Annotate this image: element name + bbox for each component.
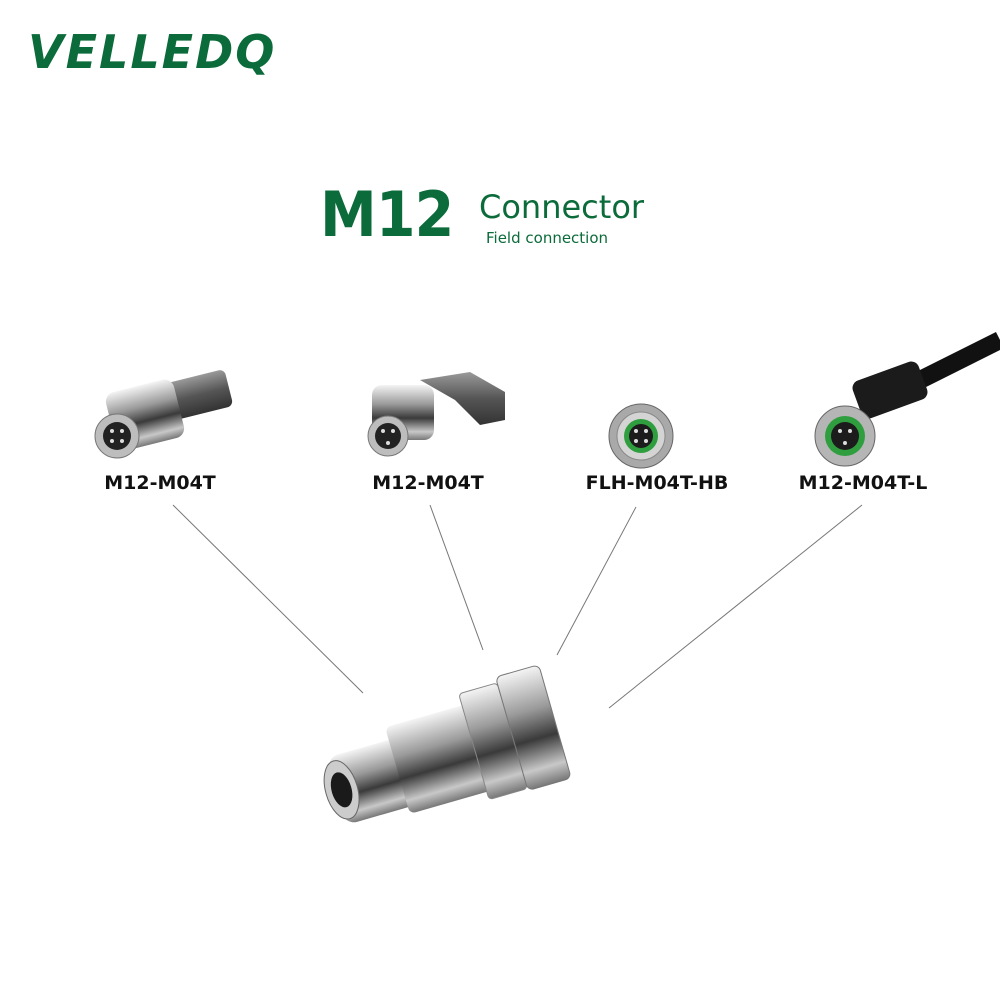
product-label-1: M12-M04T bbox=[104, 472, 216, 494]
page-title: M12 bbox=[320, 178, 454, 251]
angled-connector-icon bbox=[367, 372, 505, 457]
panel-mount-connector-icon bbox=[608, 403, 674, 469]
field-connector-icon bbox=[323, 665, 571, 823]
straight-connector-icon bbox=[94, 370, 233, 459]
product-label-3: FLH-M04T-HB bbox=[585, 472, 729, 494]
velledq-logo: VELLEDQ bbox=[28, 25, 276, 79]
svg-text:VELLEDQ: VELLEDQ bbox=[28, 25, 276, 79]
product-label-4: M12-M04T-L bbox=[798, 472, 928, 494]
cable-connector-icon bbox=[814, 331, 1000, 467]
page-tagline: Field connection bbox=[486, 229, 609, 247]
leader-line-2 bbox=[429, 504, 484, 651]
leader-lines bbox=[172, 504, 863, 709]
leader-line-3 bbox=[556, 506, 637, 656]
leader-line-1 bbox=[172, 504, 364, 694]
leader-line-4 bbox=[608, 504, 863, 709]
product-label-2: M12-M04T bbox=[372, 472, 484, 494]
page-subtitle: Connector bbox=[479, 188, 645, 226]
